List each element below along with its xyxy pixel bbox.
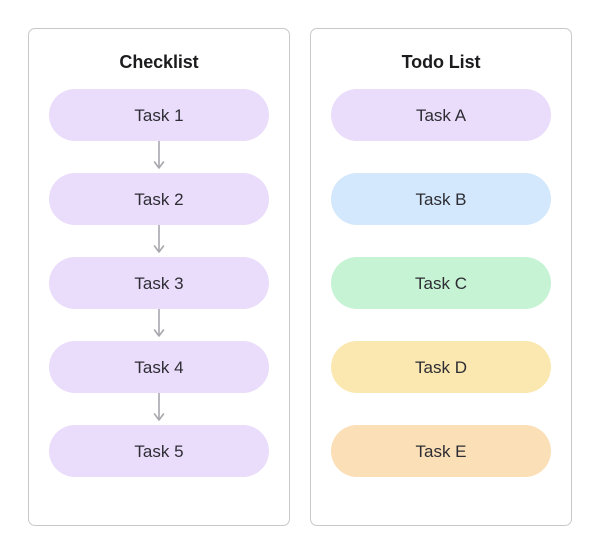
task-pill[interactable]: Task 1 bbox=[49, 89, 269, 141]
task-pill[interactable]: Task B bbox=[331, 173, 551, 225]
panel-todo-list: Todo List Task A Task B Task C Task D Ta… bbox=[310, 28, 572, 526]
checklist-task-flow: Task 1 Task 2 Task 3 bbox=[47, 89, 271, 477]
arrow-down-icon bbox=[153, 225, 165, 253]
task-pill[interactable]: Task D bbox=[331, 341, 551, 393]
arrow-connector bbox=[49, 393, 269, 425]
task-label: Task 3 bbox=[134, 273, 184, 293]
task-pill[interactable]: Task 3 bbox=[49, 257, 269, 309]
task-pill[interactable]: Task E bbox=[331, 425, 551, 477]
task-label: Task 2 bbox=[134, 189, 184, 209]
arrow-connector bbox=[49, 309, 269, 341]
task-pill[interactable]: Task 5 bbox=[49, 425, 269, 477]
task-label: Task 5 bbox=[134, 441, 184, 461]
arrow-down-icon bbox=[153, 141, 165, 169]
task-label: Task 4 bbox=[134, 357, 184, 377]
todo-task-list: Task A Task B Task C Task D Task E bbox=[329, 89, 553, 477]
arrow-down-icon bbox=[153, 309, 165, 337]
panel-checklist: Checklist Task 1 Task 2 T bbox=[28, 28, 290, 526]
task-pill[interactable]: Task 2 bbox=[49, 173, 269, 225]
arrow-down-icon bbox=[153, 393, 165, 421]
task-pill[interactable]: Task 4 bbox=[49, 341, 269, 393]
arrow-connector bbox=[49, 141, 269, 173]
task-label: Task E bbox=[415, 441, 467, 461]
task-label: Task A bbox=[415, 105, 467, 125]
task-label: Task C bbox=[415, 273, 467, 293]
task-label: Task B bbox=[415, 189, 467, 209]
panel-title-checklist: Checklist bbox=[119, 52, 199, 72]
task-label: Task D bbox=[415, 357, 467, 377]
arrow-connector bbox=[49, 225, 269, 257]
task-label: Task 1 bbox=[134, 105, 184, 125]
task-pill[interactable]: Task C bbox=[331, 257, 551, 309]
task-pill[interactable]: Task A bbox=[331, 89, 551, 141]
panel-title-todo-list: Todo List bbox=[401, 52, 481, 72]
